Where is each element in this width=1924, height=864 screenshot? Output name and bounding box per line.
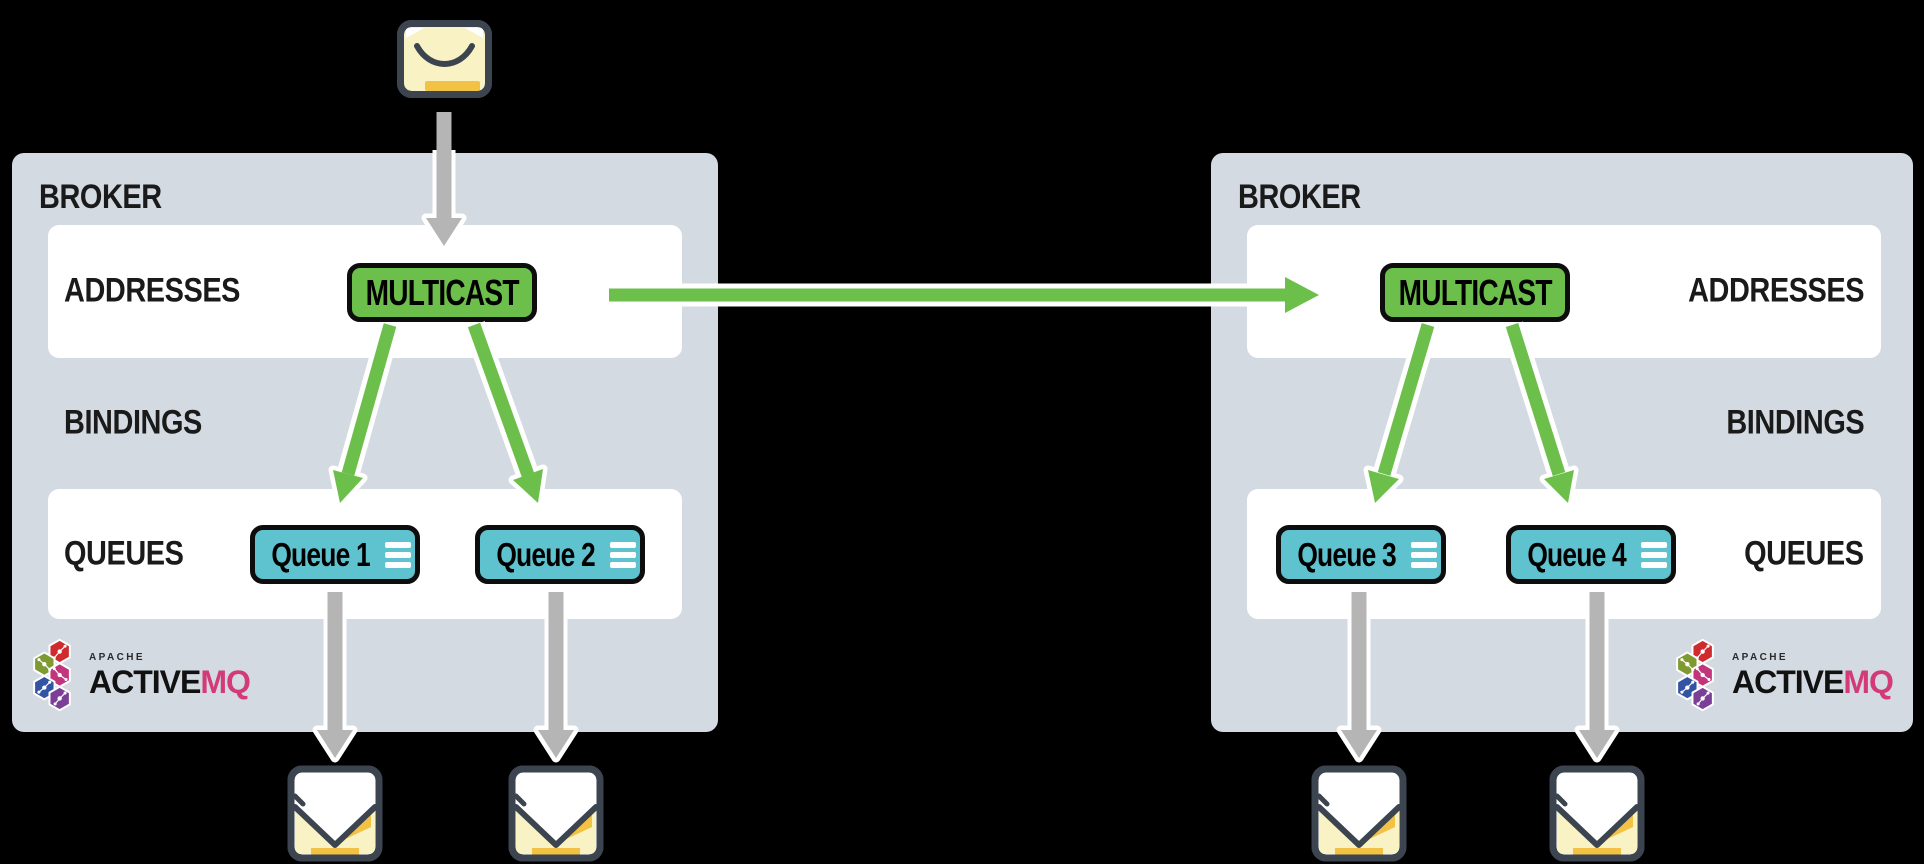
consumer-envelope-icon <box>508 765 604 862</box>
broker-panel-left: BROKER ADDRESSES BINDINGS QUEUES MULTICA… <box>12 153 718 732</box>
multicast-node-label: MULTICAST <box>1398 271 1552 313</box>
activemq-logo-text: APACHE ACTIVEMQ <box>89 652 251 700</box>
multicast-node-label: MULTICAST <box>365 271 519 313</box>
queues-label: QUEUES <box>64 534 184 573</box>
broker-title: BROKER <box>39 178 162 216</box>
consumer-envelope-icon <box>287 765 383 862</box>
queue-1-node: Queue 1 <box>250 525 420 584</box>
queue-3-node: Queue 3 <box>1276 525 1446 584</box>
queue-node-label: Queue 2 <box>496 535 595 573</box>
activemq-logo-text: APACHE ACTIVEMQ <box>1732 652 1894 700</box>
broker-panel-right: BROKER ADDRESSES BINDINGS QUEUES MULTICA… <box>1211 153 1913 732</box>
addresses-label: ADDRESSES <box>1687 271 1864 310</box>
activemq-label: ACTIVEMQ <box>89 664 251 700</box>
incoming-message-envelope-icon <box>397 20 492 98</box>
queue-node-label: Queue 1 <box>271 535 370 573</box>
consumer-envelope-icon <box>1311 765 1407 862</box>
addresses-label: ADDRESSES <box>64 271 241 310</box>
multicast-address-node: MULTICAST <box>347 263 537 322</box>
bindings-label: BINDINGS <box>64 403 202 442</box>
queue-list-icon <box>385 541 412 568</box>
bindings-label: BINDINGS <box>1726 403 1864 442</box>
queue-4-node: Queue 4 <box>1506 525 1676 584</box>
multicast-address-node: MULTICAST <box>1380 263 1570 322</box>
activemq-hexagon-cluster-icon <box>33 638 71 712</box>
activemq-logo: APACHE ACTIVEMQ <box>27 638 251 712</box>
queues-label: QUEUES <box>1744 534 1864 573</box>
apache-label: APACHE <box>1732 652 1788 663</box>
queue-node-label: Queue 3 <box>1297 535 1396 573</box>
activemq-hexagon-cluster-icon <box>1676 638 1714 712</box>
apache-label: APACHE <box>89 652 145 663</box>
queue-list-icon <box>1411 541 1438 568</box>
activemq-label: ACTIVEMQ <box>1732 664 1894 700</box>
activemq-logo: APACHE ACTIVEMQ <box>1670 638 1894 712</box>
queue-node-label: Queue 4 <box>1527 535 1626 573</box>
queue-list-icon <box>610 541 637 568</box>
consumer-envelope-icon <box>1549 765 1645 862</box>
queue-list-icon <box>1641 541 1668 568</box>
broker-title: BROKER <box>1238 178 1361 216</box>
queue-2-node: Queue 2 <box>475 525 645 584</box>
